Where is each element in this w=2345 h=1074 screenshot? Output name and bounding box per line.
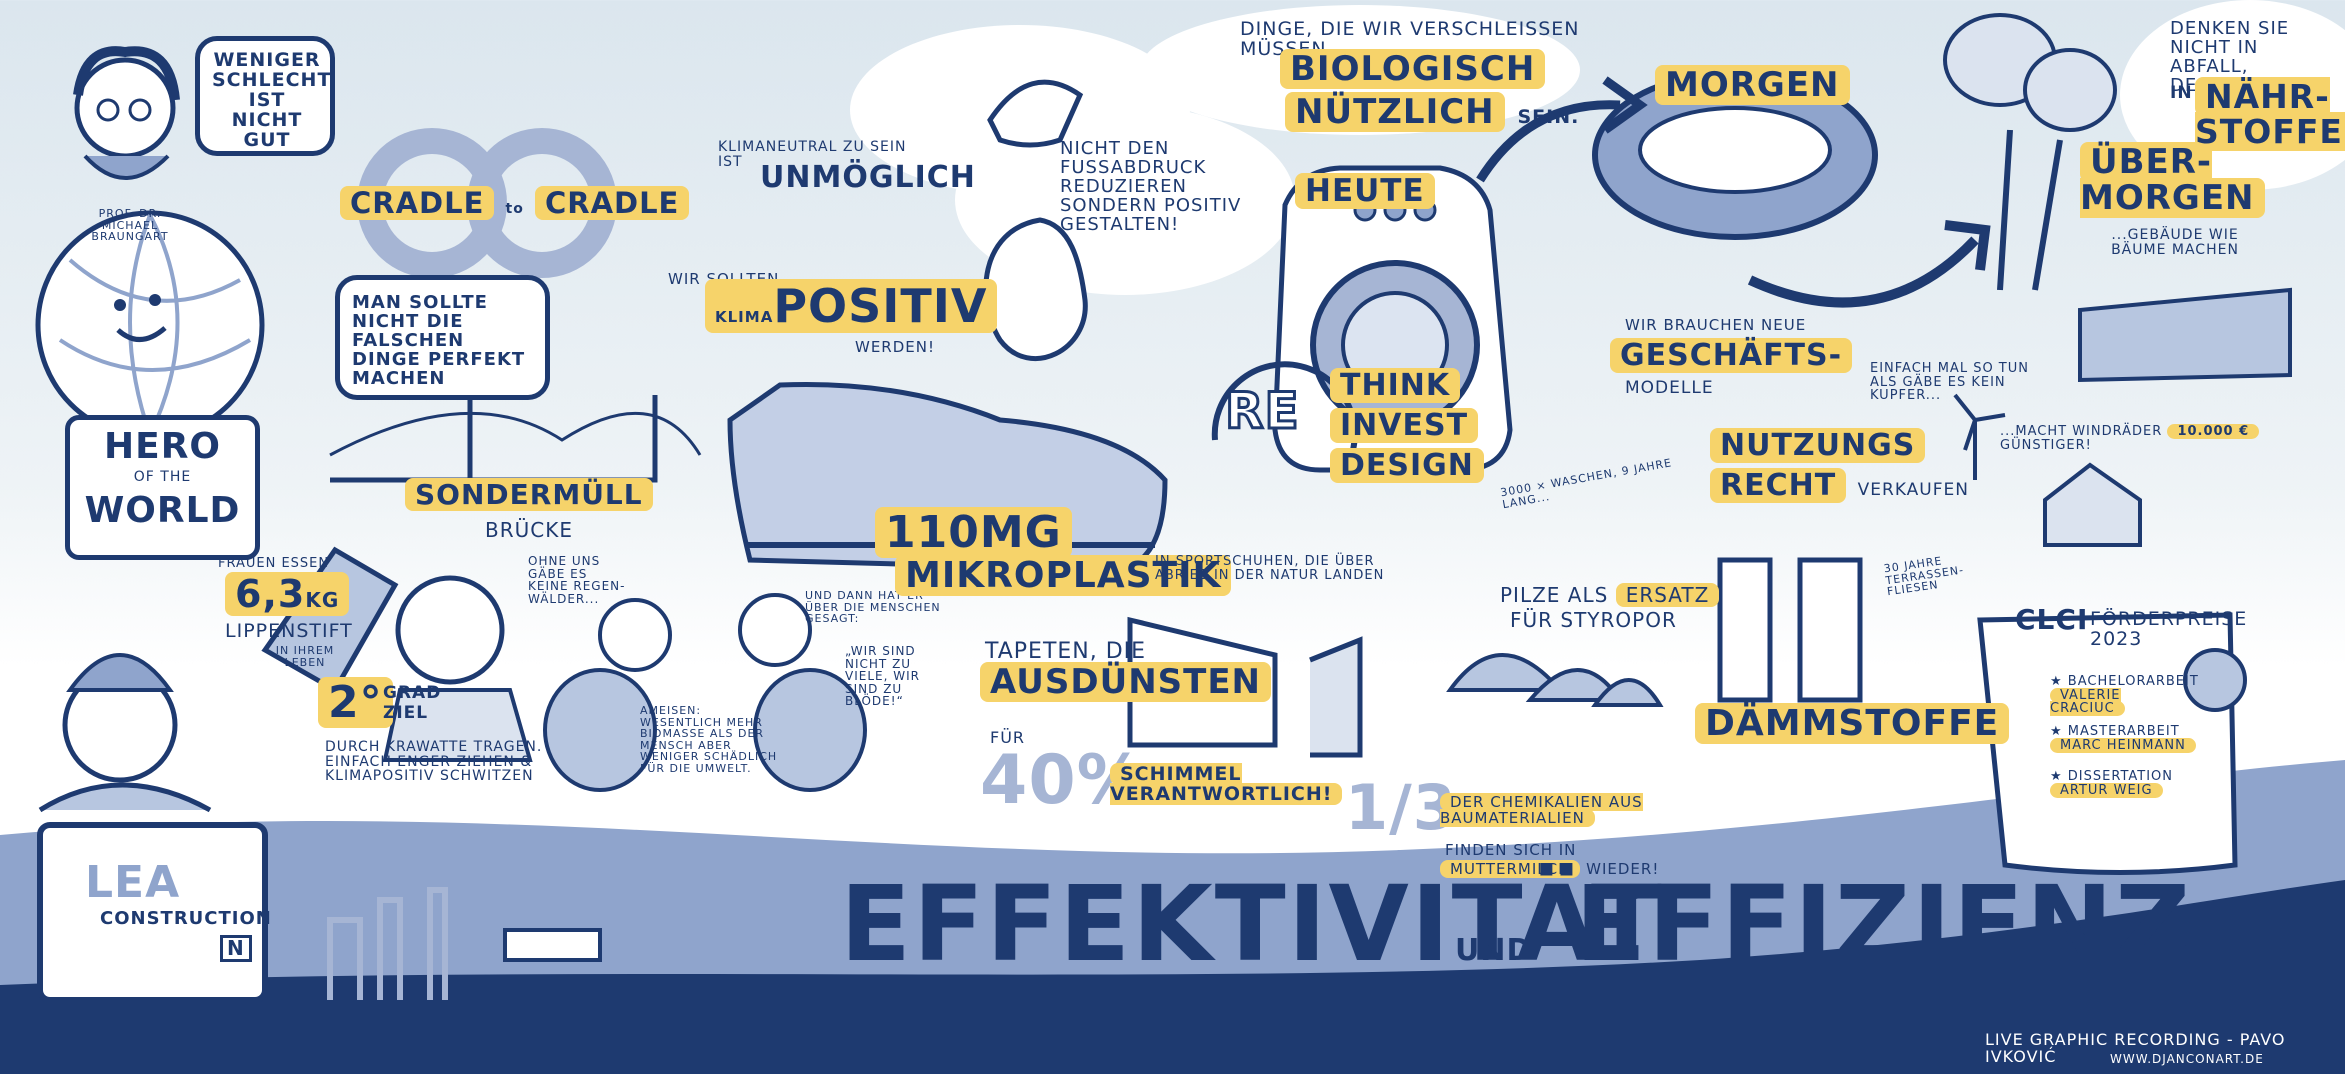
construction-logo: N (220, 935, 252, 962)
awards-title1: CLCI (2015, 603, 2089, 636)
biz-l1: WIR BRAUCHEN NEUE (1625, 316, 1807, 334)
chem-desc2: FINDEN SICH IN (1445, 841, 1577, 859)
bio-l1: DINGE, DIE WIR VERSCHLEIßEN MÜSSEN (1240, 18, 1580, 59)
tapeten-desc: SCHIMMEL VERANTWORTLICH! (1110, 763, 1343, 805)
ant-text-a: OHNE UNS GÄBE ES KEINE REGEN-WÄLDER... (528, 554, 626, 606)
biz-l2: GESCHÄFTS- (1610, 338, 1853, 373)
twodeg-l1: GRAD (383, 683, 442, 703)
wind-l1: EINFACH MAL SO TUN ALS GÄBE ES KEIN KUPF… (1870, 361, 2029, 404)
rethink-l1: THINK (1330, 368, 1461, 403)
chem-desc1: DER CHEMIKALIEN AUS BAUMATERIALIEN (1440, 793, 1643, 827)
lipstick-pre: FRAUEN ESSEN (218, 556, 330, 571)
cradle-left: CRADLE (340, 186, 495, 220)
twodeg-text: DURCH KRAWATTE TRAGEN. EINFACH ENGER ZIE… (325, 739, 543, 785)
timeline-morgen: MORGEN (1655, 65, 1850, 105)
speech-bubble: WENIGER SCHLECHT IST NICHT GUT (195, 36, 335, 156)
tapeten-fuer: FÜR (990, 728, 1026, 747)
bridge-title: SONDERMÜLL (405, 478, 653, 511)
ant-text-d: AMEISEN: WESENTLICH MEHR BIOMASSE ALS DE… (640, 704, 778, 775)
tapeten-l1: TAPETEN, DIE (985, 639, 1147, 664)
pilze-l3: FÜR STYROPOR (1510, 608, 1677, 632)
person-name: PROF. DR. MICHAEL BRAUNGART (91, 207, 169, 244)
cradle-mid: to (505, 201, 524, 217)
plastic-desc: IN SPORTSCHUHEN, DIE ÜBER ABRIEB IN DER … (1155, 554, 1385, 583)
wind-l2-group: ...MACHT WINDRÄDER 10.000 € GÜNSTIGER! (2000, 424, 2260, 452)
neutral-2: UNMÖGLICH (760, 160, 976, 195)
climate-werden: WERDEN! (855, 338, 935, 356)
hero-sign: HERO OF THE WORLD (65, 415, 260, 560)
timeline-gebaeude: ...GEBÄUDE WIE BÄUME MACHEN (2111, 227, 2239, 258)
bio-l2: BIOLOGISCH (1280, 49, 1546, 89)
pilze-daemm: DÄMMSTOFFE (1695, 703, 2010, 744)
plastic-amount: 110MG (875, 507, 1072, 558)
lipstick-label: LIPPENSTIFT (225, 620, 353, 642)
biz-l3: MODELLE (1625, 378, 1714, 398)
credit-l2: WWW.DJANCONART.DE (2110, 1052, 2264, 1066)
plastic-label: MIKROPLASTIK (895, 555, 1232, 596)
bio-l3: NÜTZLICH SEIN. (1285, 92, 1579, 132)
tapeten-l2: AUSDÜNSTEN (980, 662, 1272, 702)
perfect-text: MAN SOLLTE NICHT DIE FALSCHEN DINGE PERF… (352, 292, 526, 389)
cradle-right: CRADLE (534, 186, 690, 220)
timeline-heute: HEUTE (1295, 173, 1435, 209)
bridge-sub: BRÜCKE (485, 518, 573, 542)
hero-line2: OF THE (133, 469, 192, 485)
neutral-1: KLIMANEUTRAL ZU SEIN IST (718, 139, 907, 170)
biz-l4: NUTZUNGS (1710, 428, 1926, 463)
rethink-l2: INVEST (1330, 408, 1479, 443)
banner-w2: EFFIZIENZ (1575, 863, 2193, 985)
credit-l1: LIVE GRAPHIC RECORDING - PAVO IVKOVIĆ (1985, 1030, 2286, 1066)
hero-line1: HERO (103, 426, 222, 467)
twodeg-l2: ZIEL (383, 703, 429, 723)
perfect-bubble: MAN SOLLTE NICHT DIE FALSCHEN DINGE PERF… (335, 275, 550, 400)
construction-l2: CONSTRUCTION (100, 908, 272, 929)
lipstick-post: IN IHREM LEBEN (275, 644, 335, 669)
speech-text: WENIGER SCHLECHT IST NICHT GUT (212, 49, 332, 151)
denken-l3: NÄHR-STOFFEN (2195, 77, 2345, 151)
ant-text-b: UND DANN HAT ER ÜBER DIE MENSCHEN GESAGT… (805, 589, 941, 626)
foot-text: NICHT DEN FUßABDRUCK REDUZIEREN SONDERN … (1060, 138, 1242, 235)
chem-desc34: MUTTERMILCH WIEDER! (1440, 860, 1659, 878)
rethink-l3: DESIGN (1330, 448, 1484, 483)
lipstick-amount-group: 6,3KG (225, 572, 350, 616)
twodeg-num: 2° (318, 677, 393, 728)
hero-line3: WORLD (84, 490, 241, 531)
climate-positiv-group: KLIMAPOSITIV (705, 279, 998, 333)
cradle-label-group: CRADLE to CRADLE (340, 186, 690, 220)
construction-l1: LEA (85, 857, 181, 908)
rethink-re: RE (1224, 382, 1301, 440)
biz-l56: RECHT VERKAUFEN (1710, 468, 1969, 503)
awards-title2: FÖRDERPREISE 2023 (2090, 608, 2248, 650)
pilze-l12: PILZE ALS ERSATZ (1500, 583, 1720, 607)
banner-und: UND (1455, 933, 1533, 968)
banner-w1: EFFEKTIVITÄT (840, 863, 1664, 985)
chem-num: 1/3 (1345, 771, 1457, 844)
denken-l2: IN (2170, 83, 2193, 103)
timeline-uebermorgen: ÜBER-MORGEN (2080, 142, 2265, 218)
ant-text-c: „WIR SIND NICHT ZU VIELE, WIR SIND ZU BL… (845, 644, 920, 709)
